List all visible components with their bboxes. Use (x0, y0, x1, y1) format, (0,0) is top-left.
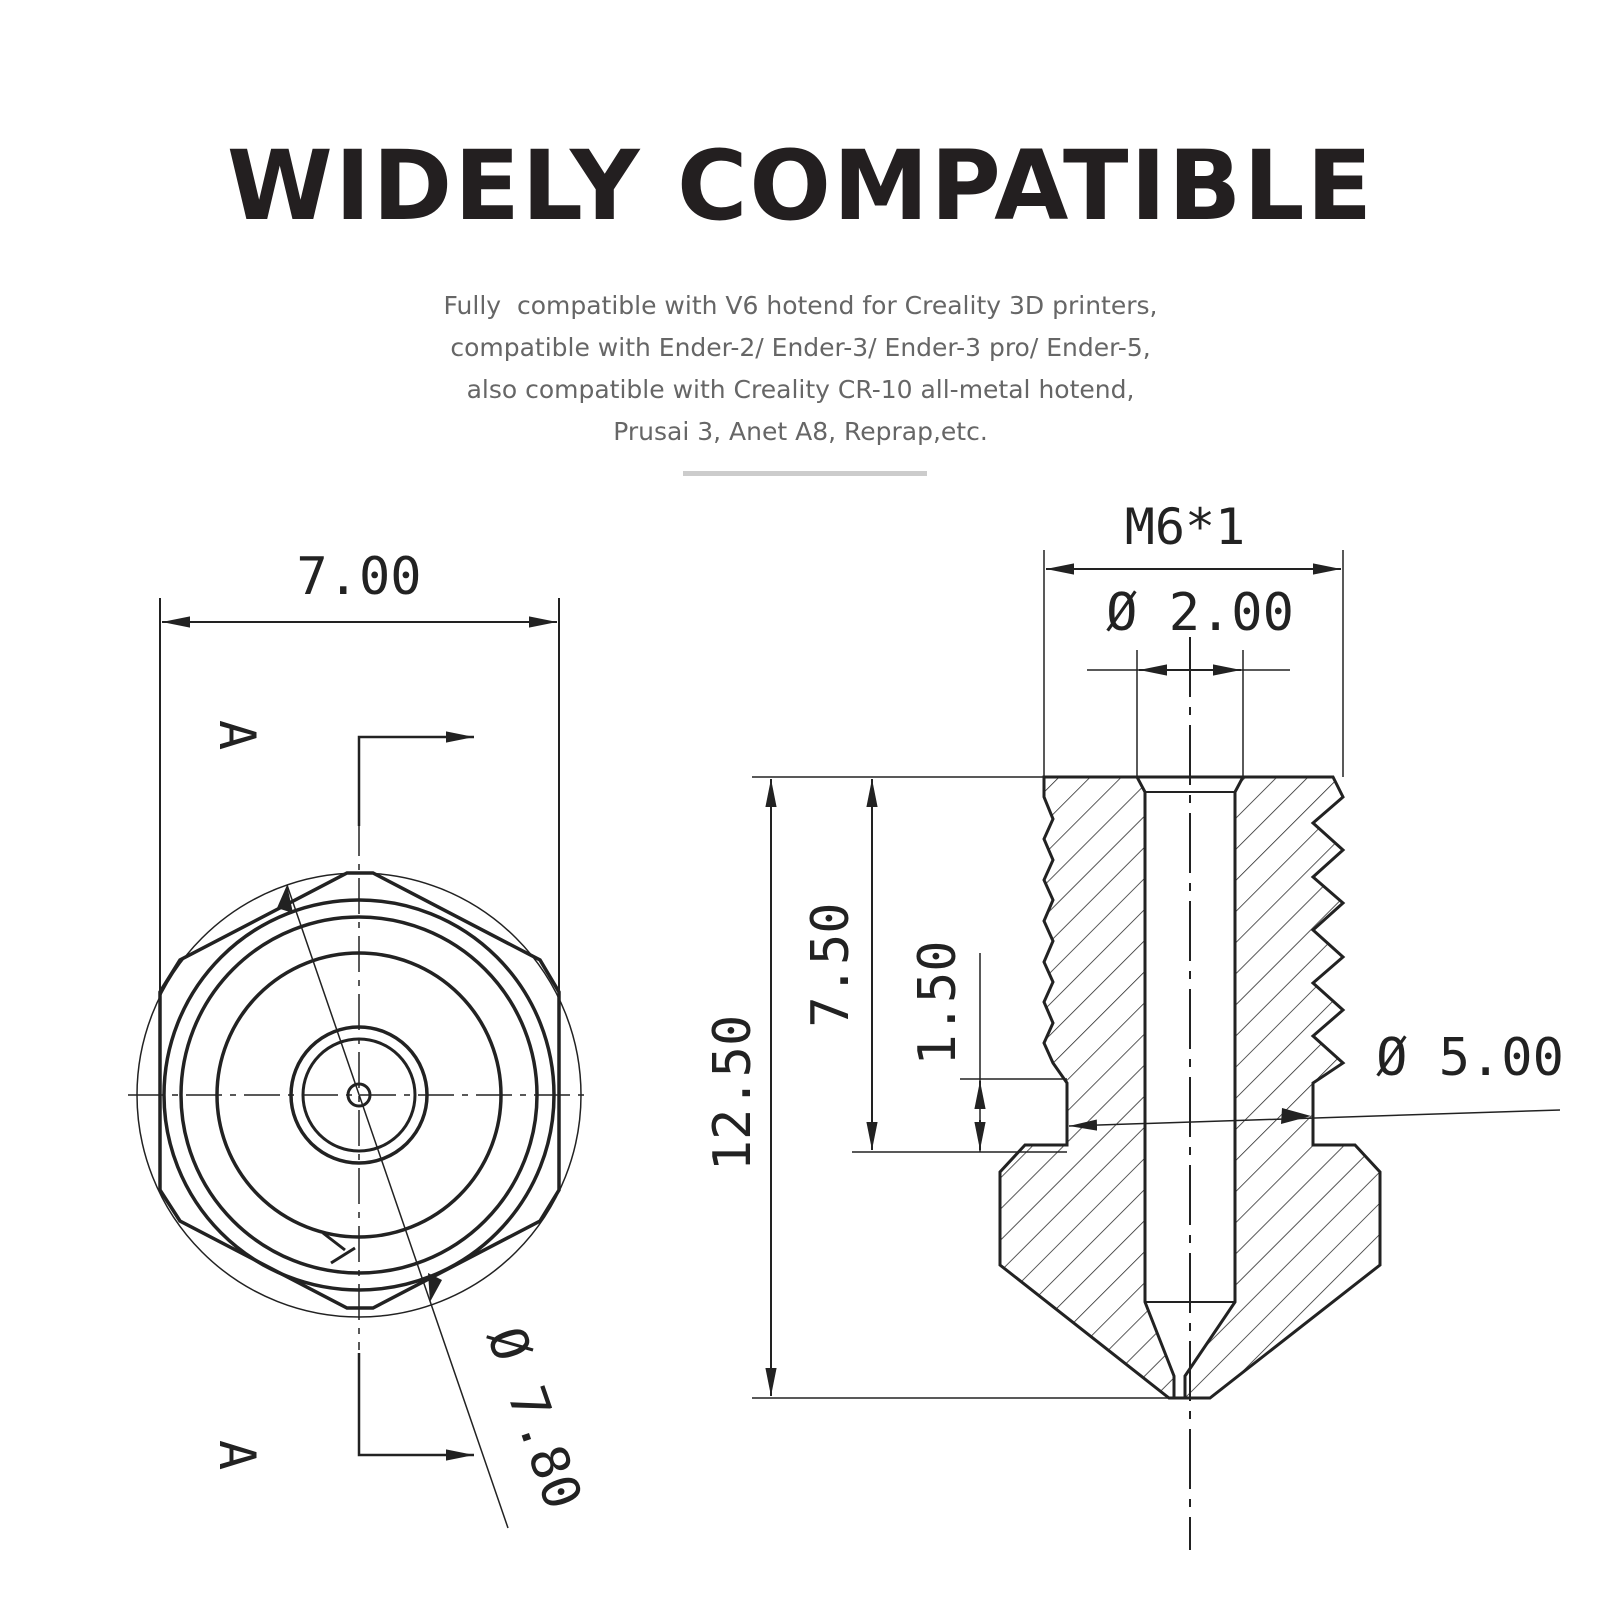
divider (683, 471, 927, 476)
thread-dimension-label: M6*1 (1125, 498, 1245, 556)
total-length-dimension-label: 12.50 (703, 1015, 763, 1172)
step-dimension-label: 1.50 (908, 940, 968, 1065)
description-line-1: Fully compatible with V6 hotend for Crea… (443, 291, 1158, 320)
front-view (128, 598, 590, 1529)
description-line-2: compatible with Ender-2/ Ender-3/ Ender-… (450, 333, 1151, 362)
page-title: WIDELY COMPATIBLE (226, 130, 1375, 242)
diameter-leader-line (286, 884, 509, 1529)
section-label-top: A (208, 720, 266, 750)
section-label-bottom: A (208, 1440, 266, 1470)
width-dimension-label: 7.00 (296, 547, 421, 607)
neck-dimension-label: Ø 5.00 (1376, 1028, 1564, 1088)
thread-length-dimension-label: 7.50 (801, 902, 861, 1027)
bore-dimension-label: Ø 2.00 (1106, 583, 1294, 643)
description-line-4: Prusai 3, Anet A8, Reprap,etc. (613, 417, 988, 446)
section-line-top (357, 731, 474, 826)
section-view (752, 550, 1561, 1550)
section-line-bottom (357, 1353, 474, 1461)
hex-outline (158, 871, 561, 1310)
compatibility-description: Fully compatible with V6 hotend for Crea… (0, 285, 1601, 453)
description-line-3: also compatible with Creality CR-10 all-… (466, 375, 1135, 404)
outer-diameter-label: Ø 7.80 (475, 1320, 593, 1517)
neck-dimension-line (1068, 1109, 1561, 1131)
